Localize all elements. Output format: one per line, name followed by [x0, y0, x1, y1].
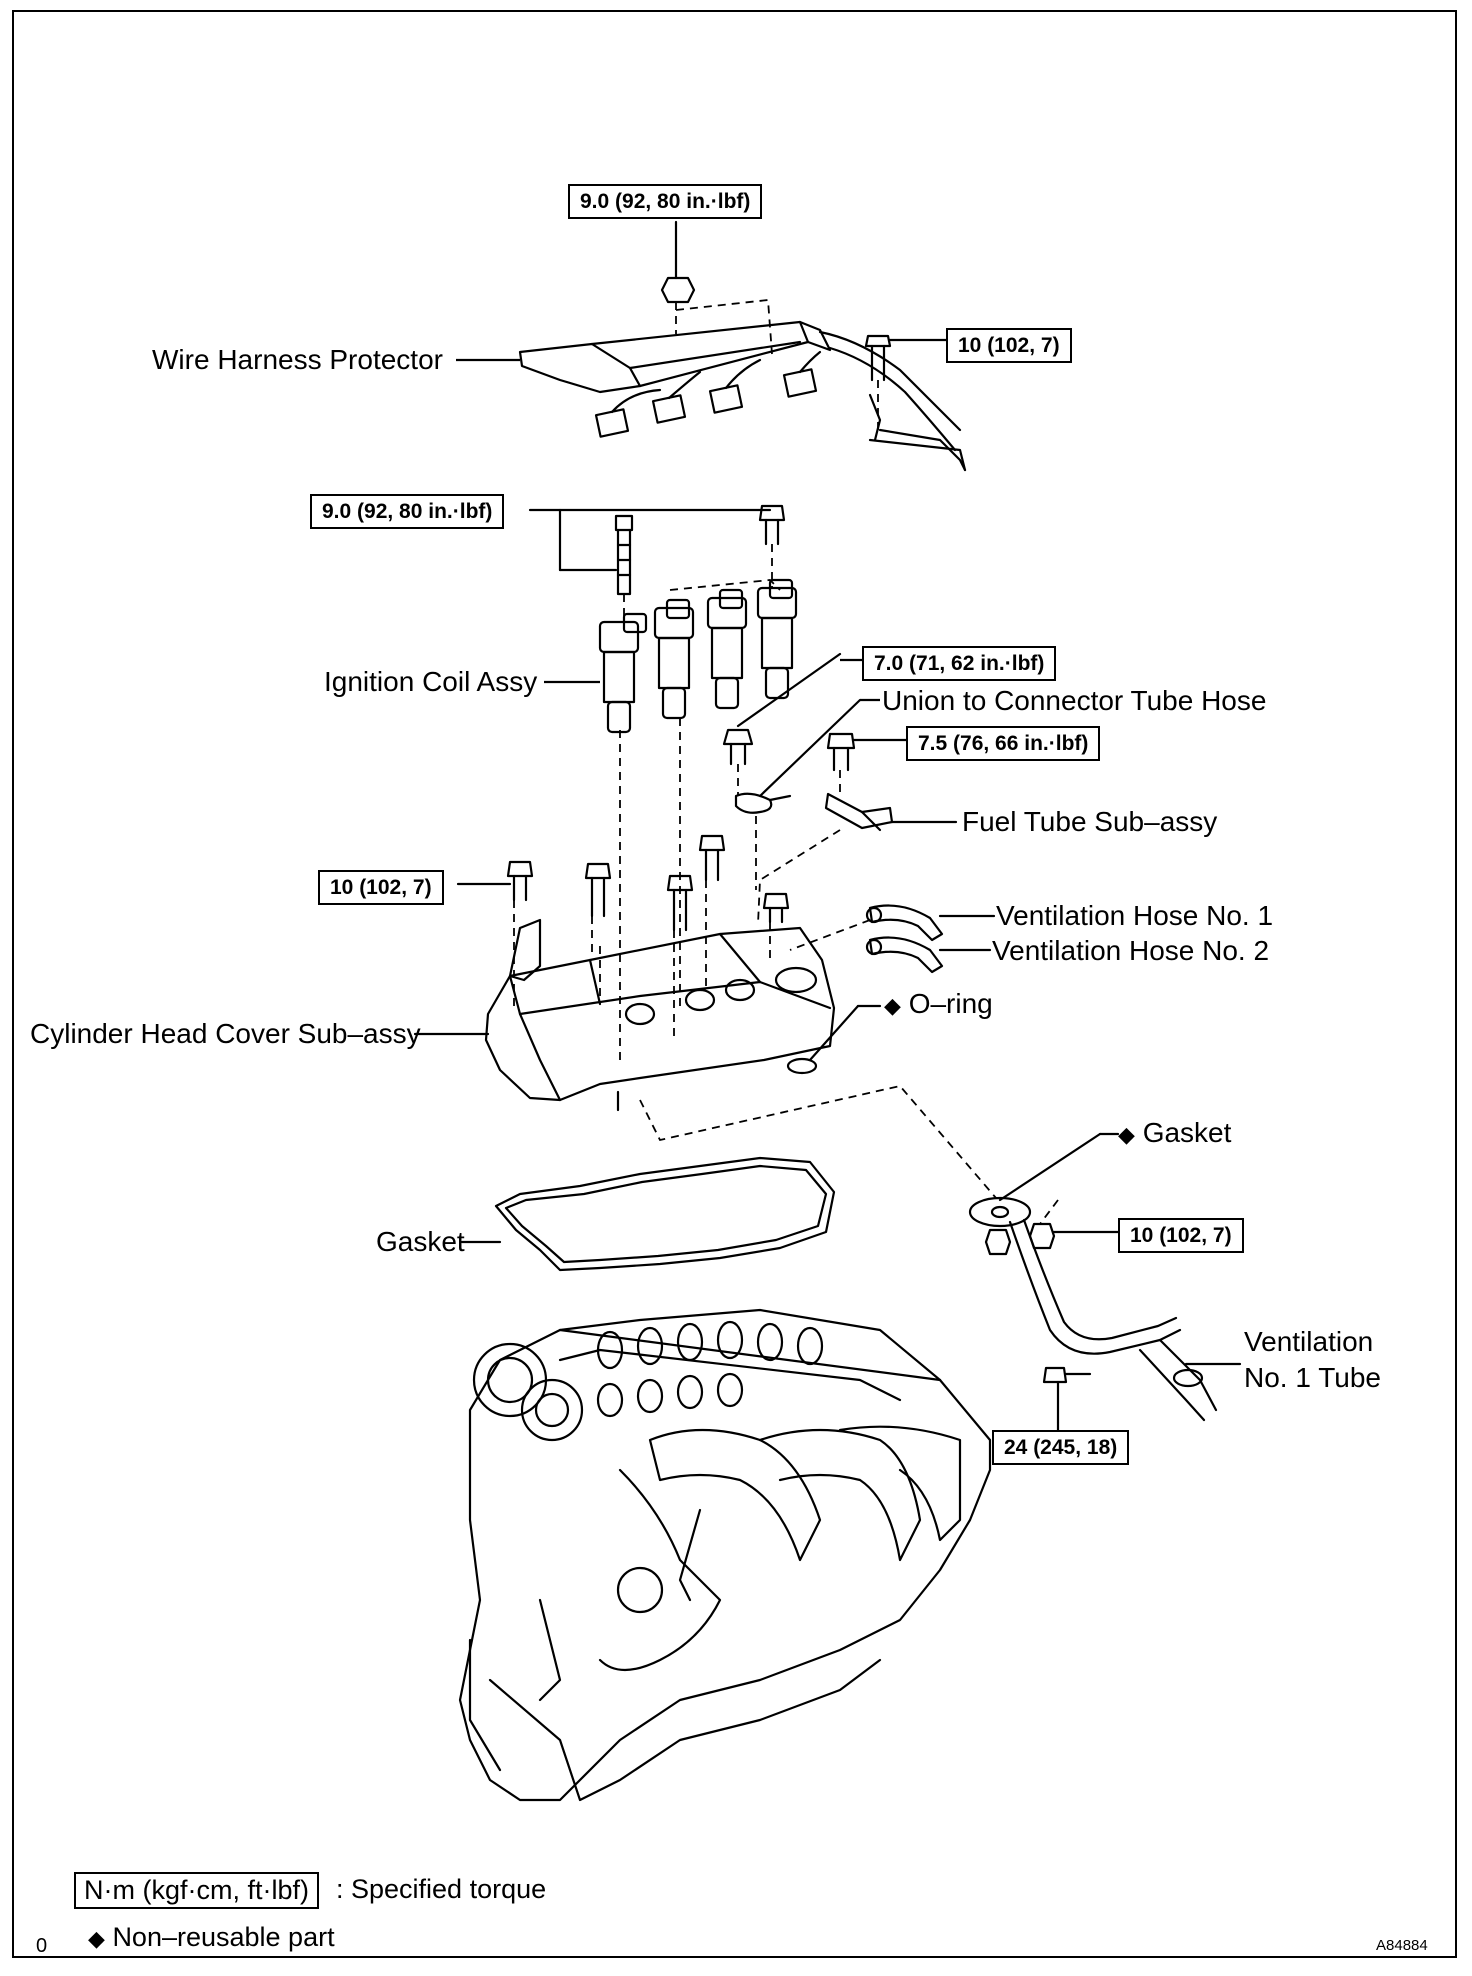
label-gasket-upper: ◆ Gasket: [1118, 1119, 1231, 1147]
legend-non-reusable-marker: ◆: [88, 1926, 105, 1951]
o-ring-text: O–ring: [908, 988, 993, 1019]
legend-torque-box: N·m (kgf·cm, ft·lbf): [74, 1872, 319, 1909]
legend-torque-text: : Specified torque: [336, 1874, 547, 1904]
union-bolt: [722, 728, 754, 766]
label-cylinder-head-cover-sub-assy: Cylinder Head Cover Sub–assy: [30, 1018, 421, 1049]
legend-non-reusable: ◆ Non–reusable part: [88, 1924, 335, 1951]
ventilation-hoses: [865, 904, 944, 974]
cylinder-head-cover-part: [484, 918, 836, 1112]
label-wire-harness-protector: Wire Harness Protector: [152, 344, 443, 375]
cover-gasket-part: [494, 1156, 836, 1272]
head-cover-bolts: [506, 834, 790, 932]
torque-box-coil-bolts: 9.0 (92, 80 in.·lbf): [310, 494, 505, 529]
torque-box-union-bolt: 7.0 (71, 62 in.·lbf): [862, 646, 1057, 681]
wire-harness-protector-part: [518, 320, 967, 472]
torque-box-head-cover-bolt: 10 (102, 7): [318, 870, 444, 905]
harness-nut: [660, 276, 696, 304]
label-o-ring: ◆ O–ring: [884, 990, 993, 1018]
label-ventilation-hose-no2: Ventilation Hose No. 2: [992, 935, 1270, 966]
label-fuel-tube-sub-assy: Fuel Tube Sub–assy: [962, 806, 1218, 837]
tube-bolt: [1042, 1366, 1092, 1384]
legend-non-reusable-text: Non–reusable part: [112, 1922, 335, 1952]
tube-nuts: [984, 1222, 1056, 1256]
torque-box-fuel-tube-bolt: 7.5 (76, 66 in.·lbf): [906, 726, 1101, 761]
harness-bolt: [864, 334, 892, 382]
o-ring-part: [786, 1057, 818, 1075]
label-ventilation-hose-no1: Ventilation Hose No. 1: [996, 900, 1274, 931]
engine-block: [458, 1308, 992, 1802]
corner-left-mark: 0: [36, 1935, 48, 1957]
non-reusable-marker-o-ring: ◆: [884, 993, 901, 1018]
label-gasket-cover: Gasket: [376, 1226, 465, 1257]
gasket-upper-text: Gasket: [1142, 1117, 1232, 1148]
label-ventilation-no1-tube-line2: No. 1 Tube: [1244, 1362, 1381, 1393]
non-reusable-marker-gasket: ◆: [1118, 1122, 1135, 1147]
ventilation-tube-part: [968, 1196, 1218, 1422]
label-union-to-connector-tube-hose: Union to Connector Tube Hose: [882, 685, 1267, 716]
union-hose: [734, 792, 792, 814]
figure-id: A84884: [1376, 1937, 1428, 1954]
label-ventilation-no1-tube-line1: Ventilation: [1244, 1326, 1374, 1357]
torque-box-tube-nut: 10 (102, 7): [1118, 1218, 1244, 1253]
coil-bolt-right: [758, 504, 786, 546]
torque-box-harness-bolt: 10 (102, 7): [946, 328, 1072, 363]
diagram-frame: [12, 10, 1457, 1958]
ignition-coils: [598, 578, 798, 734]
label-ignition-coil-assy: Ignition Coil Assy: [324, 666, 538, 697]
torque-box-harness-nut: 9.0 (92, 80 in.·lbf): [568, 184, 763, 219]
fuel-tube-bolt: [826, 732, 856, 772]
torque-box-tube-bolt: 24 (245, 18): [992, 1430, 1130, 1465]
